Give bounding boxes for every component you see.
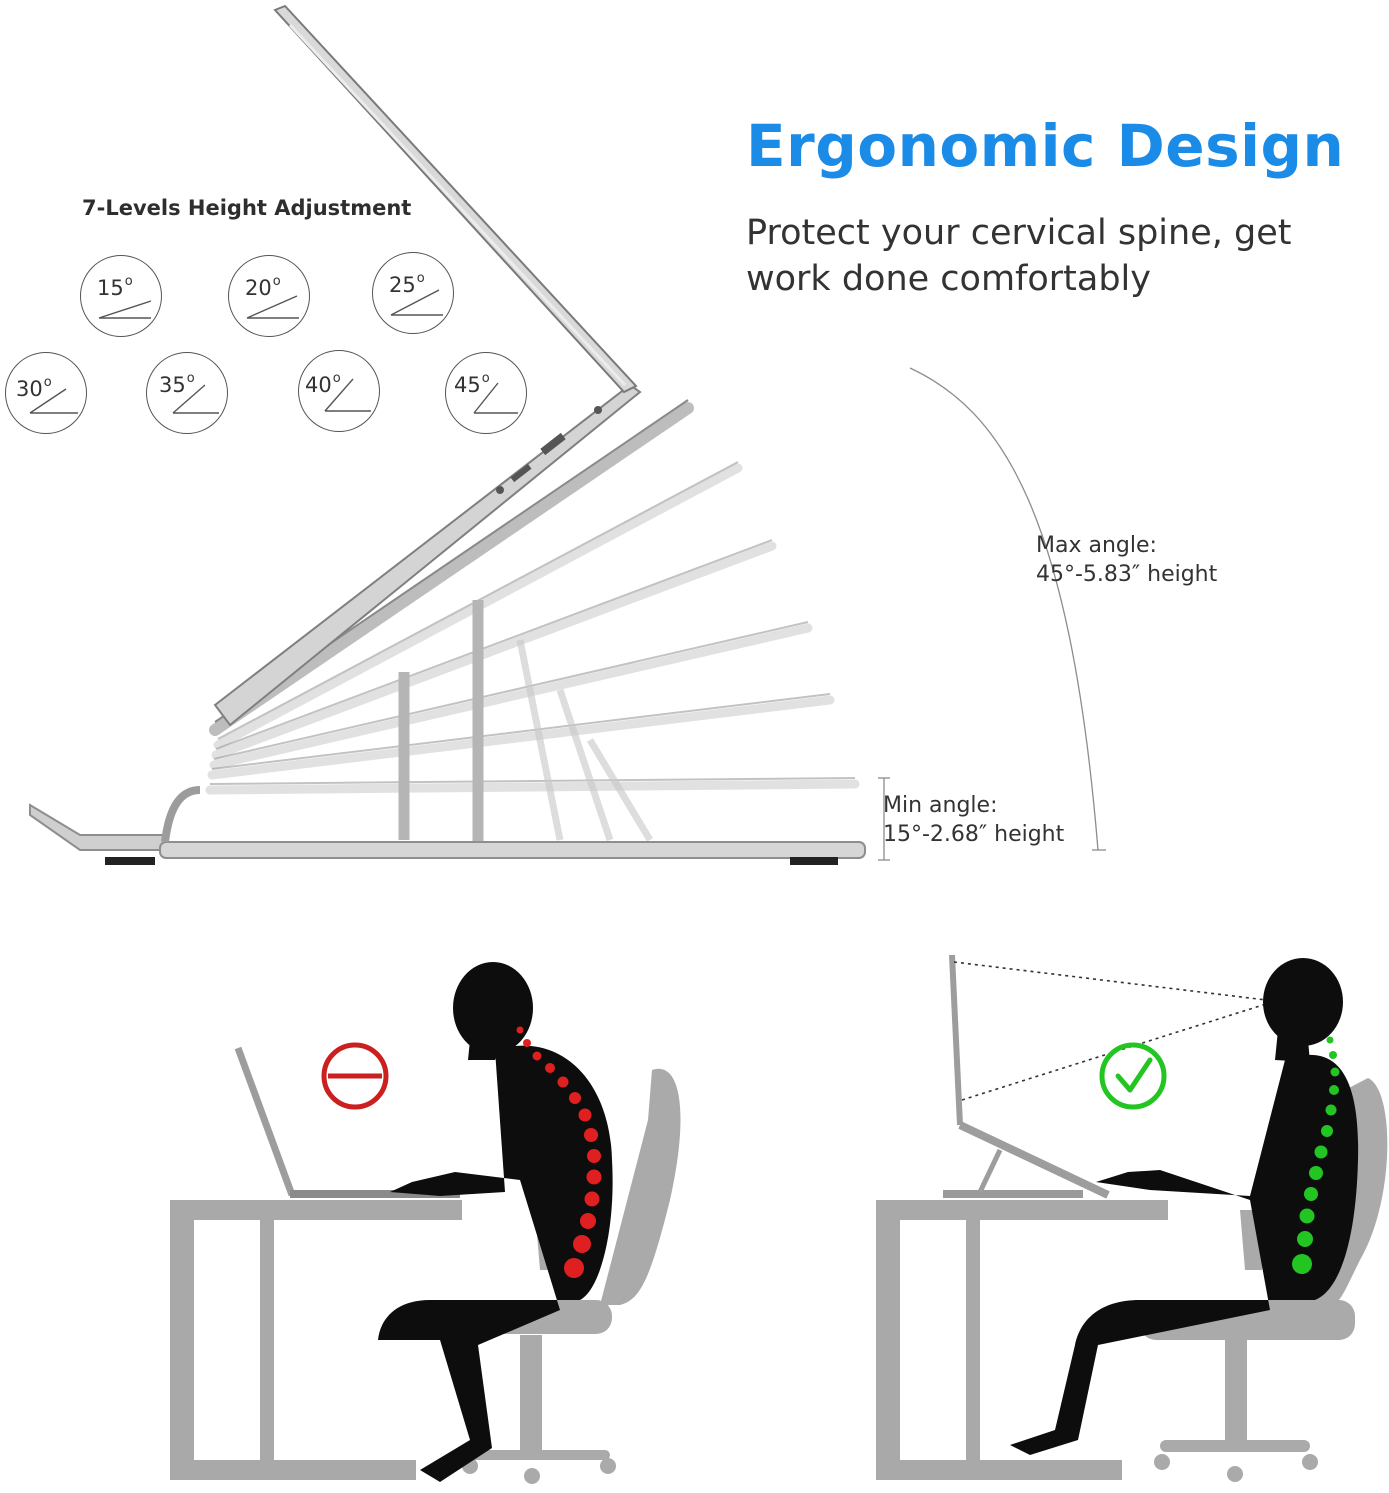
min-angle-spec: Min angle: 15°-2.68″ height — [883, 791, 1064, 849]
angle-badge-35: 35o — [146, 352, 228, 434]
angle-icon — [246, 295, 299, 319]
good-posture-scene — [876, 954, 1388, 1482]
angle-badge-15: 15o — [80, 255, 162, 337]
min-angle-label: Min angle: — [883, 793, 998, 818]
angle-icon — [172, 384, 219, 414]
person-hunched — [378, 962, 613, 1482]
laptop-on-stand — [943, 954, 1110, 1199]
angle-value: 40 — [305, 373, 332, 397]
min-angle-value: 15°-2.68″ height — [883, 822, 1065, 847]
min-angle-bracket — [878, 777, 890, 861]
angle-badge-45: 45o — [445, 352, 527, 434]
subheadline: Protect your cervical spine, get work do… — [746, 213, 1292, 299]
angle-value: 20 — [245, 276, 272, 300]
angle-badge-40: 40o — [298, 350, 380, 432]
angle-icon — [29, 388, 78, 414]
desk-left — [170, 1200, 462, 1480]
prohibited-icon — [321, 1042, 389, 1110]
angle-icon — [98, 300, 152, 319]
spine-bad — [516, 1026, 602, 1278]
levels-title: 7-Levels Height Adjustment — [82, 196, 412, 220]
person-upright — [1010, 958, 1359, 1455]
angle-value: 35 — [159, 373, 186, 397]
angle-value: 25 — [389, 273, 416, 297]
check-circle-icon — [1099, 1042, 1167, 1110]
angle-icon — [473, 382, 518, 414]
desk-right — [876, 1200, 1168, 1480]
sight-lines — [953, 961, 1267, 1101]
angle-badge-20: 20o — [228, 255, 310, 337]
max-angle-value: 45°-5.83″ height — [1036, 562, 1218, 587]
angle-value: 30 — [16, 377, 43, 401]
max-angle-arc — [909, 367, 1106, 851]
angle-value: 15 — [97, 276, 124, 300]
headline: Ergonomic Design — [746, 112, 1345, 180]
angle-value: 45 — [454, 373, 481, 397]
max-angle-label: Max angle: — [1036, 533, 1157, 558]
angle-icon — [390, 289, 443, 316]
angle-icon — [324, 378, 371, 412]
laptop-stand-graphic — [29, 4, 866, 865]
angle-badge-30: 30o — [5, 352, 87, 434]
angle-badge-25: 25o — [372, 252, 454, 334]
bad-posture-scene — [170, 962, 681, 1484]
spine-good — [1292, 1036, 1340, 1274]
max-angle-spec: Max angle: 45°-5.83″ height — [1036, 531, 1217, 589]
laptop-left — [234, 1046, 460, 1198]
